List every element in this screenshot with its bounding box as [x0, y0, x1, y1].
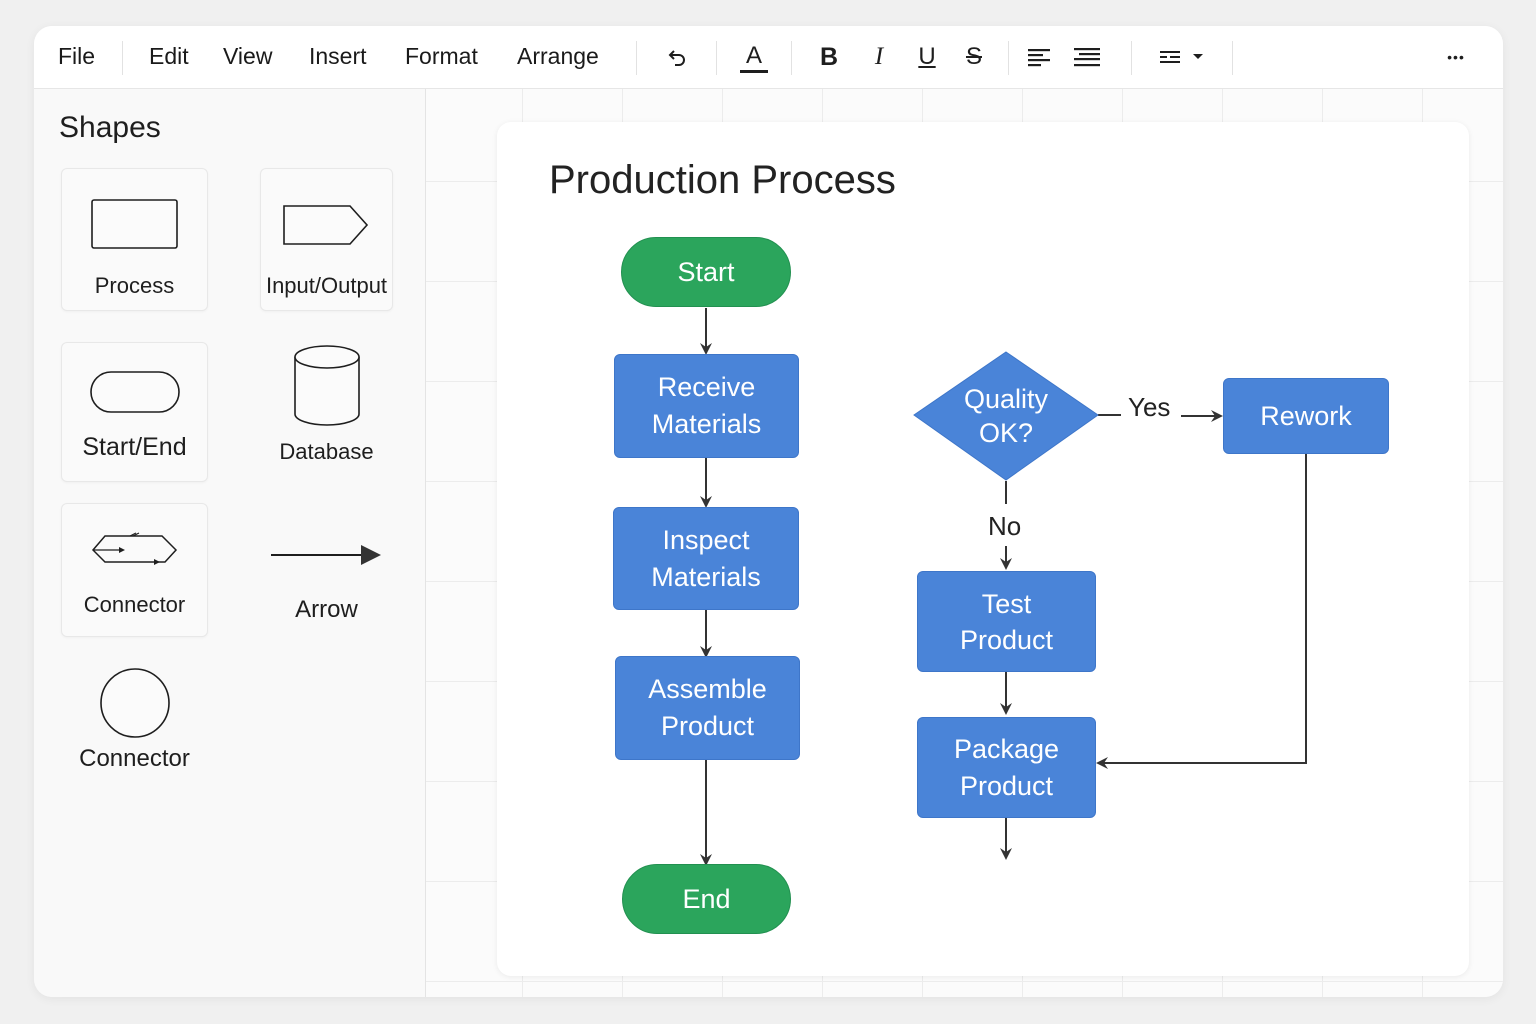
edge-rework-package[interactable] [1096, 453, 1307, 769]
shape-label: Connector [79, 745, 190, 772]
strikethrough-button[interactable]: S [959, 39, 989, 75]
shape-item-start-end[interactable]: Start/End [61, 342, 208, 482]
rectangle-shape-icon [91, 199, 178, 249]
node-label: Rework [1260, 400, 1352, 431]
node-label-line: Materials [651, 409, 762, 439]
node-start[interactable]: Start [621, 237, 791, 307]
connector-hexagon-icon [91, 532, 178, 565]
node-label-line: Quality [963, 384, 1049, 414]
bold-icon: B [819, 42, 839, 71]
shape-label: Connector [83, 592, 186, 617]
line-style-dropdown-icon [1159, 51, 1203, 63]
align-left-button[interactable] [1024, 39, 1054, 75]
node-package-product[interactable]: Package Product [917, 717, 1096, 818]
circle-shape-icon [100, 668, 170, 738]
menu-view[interactable]: View [223, 43, 273, 69]
node-label-line: Product [959, 624, 1054, 655]
shape-label: Start/End [82, 433, 187, 461]
app-window: File Edit View Insert Format Arrange A B… [34, 26, 1503, 997]
drawing-canvas[interactable]: Production Process [426, 89, 1503, 997]
shape-item-arrow[interactable]: Arrow [260, 503, 393, 637]
shape-item-connector-circle[interactable]: Connector [61, 659, 208, 791]
toolbar-divider [716, 41, 717, 75]
align-left-icon [1028, 49, 1050, 67]
node-label-line: Materials [651, 561, 761, 592]
align-justify-icon [1074, 48, 1100, 67]
node-inspect-materials[interactable]: Inspect Materials [613, 507, 799, 610]
node-quality-diamond[interactable] [913, 351, 1099, 481]
diagram-title: Production Process [549, 158, 896, 202]
italic-icon: I [874, 43, 884, 70]
more-options-button[interactable]: ••• [1439, 39, 1473, 75]
edge-label-yes: Yes [1128, 392, 1171, 422]
strikethrough-icon: S [965, 43, 982, 70]
node-label-line: Product [660, 711, 755, 741]
font-color-swatch [740, 69, 768, 73]
font-color-button[interactable]: A [737, 39, 771, 75]
font-color-icon: A [745, 41, 762, 69]
shapes-sidebar: Shapes Process Input/Output Start/End [34, 89, 426, 997]
bold-button[interactable]: B [814, 39, 844, 75]
toolbar-divider [1131, 41, 1132, 75]
undo-button[interactable] [662, 39, 692, 75]
node-label-line: Receive [657, 372, 756, 402]
rounded-pill-shape-icon [90, 371, 180, 413]
menu-file[interactable]: File [58, 43, 96, 69]
pentagon-arrow-shape-icon [283, 205, 369, 245]
node-label-line: Inspect [662, 524, 750, 555]
menu-edit[interactable]: Edit [149, 43, 189, 69]
toolbar-divider [1232, 41, 1233, 75]
sidebar-title: Shapes [59, 111, 161, 144]
underline-icon: U [918, 43, 936, 70]
underline-button[interactable]: U [912, 39, 942, 75]
node-label: End [682, 883, 731, 914]
menu-format[interactable]: Format [405, 43, 478, 69]
more-options-icon: ••• [1447, 49, 1465, 65]
node-label-line: Package [953, 733, 1060, 764]
node-assemble-product[interactable]: Assemble Product [615, 656, 800, 760]
node-receive-materials[interactable]: Receive Materials [614, 354, 799, 458]
italic-button[interactable]: I [864, 39, 894, 75]
shape-label: Input/Output [265, 273, 388, 298]
shape-item-database[interactable]: Database [260, 342, 393, 482]
node-rework[interactable]: Rework [1223, 378, 1389, 454]
shape-label: Arrow [295, 596, 358, 623]
node-quality-label: Quality OK? [937, 376, 1075, 456]
node-label-line: Product [959, 770, 1054, 801]
undo-icon [668, 50, 685, 66]
node-label-line: OK? [978, 418, 1034, 448]
align-justify-button[interactable] [1071, 39, 1103, 75]
menu-arrange[interactable]: Arrange [517, 43, 599, 69]
shape-label: Database [279, 439, 374, 464]
shape-item-process[interactable]: Process [61, 168, 208, 311]
node-label-line: Test [981, 588, 1032, 619]
toolbar-divider [122, 41, 123, 75]
toolbar-divider [791, 41, 792, 75]
shape-item-input-output[interactable]: Input/Output [260, 168, 393, 311]
node-label: Start [677, 256, 735, 287]
toolbar-divider [636, 41, 637, 75]
diagram-page[interactable]: Production Process [497, 122, 1469, 976]
shape-item-connector[interactable]: Connector [61, 503, 208, 637]
node-label-line: Assemble [648, 674, 767, 704]
toolbar-divider [1008, 41, 1009, 75]
shape-label: Process [94, 273, 175, 298]
cylinder-shape-icon [294, 345, 360, 426]
node-end[interactable]: End [622, 864, 791, 934]
node-test-product[interactable]: Test Product [917, 571, 1096, 672]
edge-label-no: No [988, 511, 1022, 541]
menu-insert[interactable]: Insert [309, 43, 367, 69]
arrow-shape-icon [271, 545, 381, 565]
menu-toolbar: File Edit View Insert Format Arrange A B… [34, 26, 1503, 89]
line-style-dropdown[interactable] [1154, 39, 1209, 75]
